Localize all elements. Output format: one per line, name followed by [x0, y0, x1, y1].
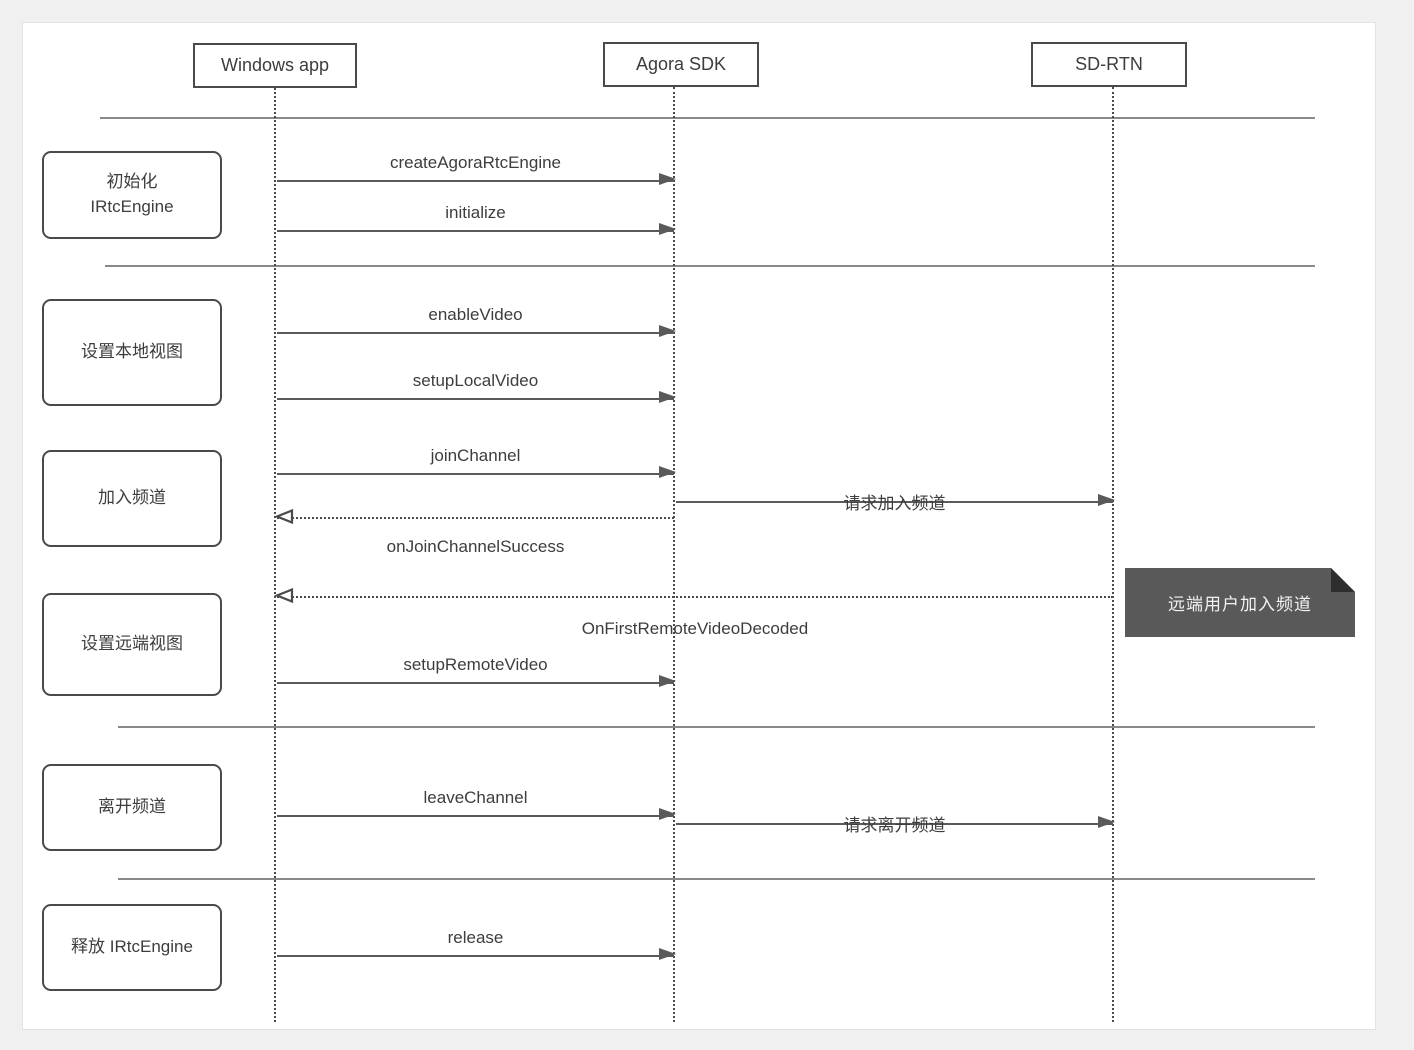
message-label: joinChannel: [430, 446, 521, 465]
arrowhead-icon: [659, 948, 676, 960]
phase-label: 离开频道: [98, 797, 166, 817]
folded-corner-icon: [1331, 568, 1355, 592]
participant-agora-sdk: Agora SDK: [603, 42, 759, 87]
phase-box-setup-local-view: 设置本地视图: [42, 299, 222, 406]
message-label: 请求加入频道: [843, 494, 946, 513]
phase-separator: [118, 878, 1315, 880]
message-label: createAgoraRtcEngine: [389, 153, 562, 172]
message-line: [277, 180, 674, 182]
phase-label: 加入频道: [98, 488, 166, 508]
message-line: [277, 682, 674, 684]
lifeline-sd-rtn: [1112, 87, 1114, 1022]
arrowhead-icon: [659, 466, 676, 478]
phase-separator: [118, 726, 1315, 728]
phase-label: 设置远端视图: [81, 634, 183, 654]
participant-windows-app: Windows app: [193, 43, 357, 88]
diagram-panel: [22, 22, 1376, 1030]
message-label: 请求离开频道: [843, 816, 946, 835]
note-remote-user-joined-channel: 远端用户加入频道: [1125, 568, 1355, 637]
arrowhead-icon: [659, 808, 676, 820]
phase-label: 释放 IRtcEngine: [71, 937, 193, 957]
participant-label: Agora SDK: [635, 54, 727, 74]
participant-label: Windows app: [220, 55, 330, 75]
phase-label: 设置本地视图: [81, 342, 183, 362]
participant-sd-rtn: SD-RTN: [1031, 42, 1187, 87]
message-line: [277, 230, 674, 232]
note-label: 远端用户加入频道: [1168, 595, 1312, 614]
message-label: onJoinChannelSuccess: [386, 537, 565, 556]
phase-box-release-irtcengine: 释放 IRtcEngine: [42, 904, 222, 991]
phase-label: 初始化 IRtcEngine: [90, 172, 174, 216]
participant-label: SD-RTN: [1075, 54, 1143, 74]
message-label: setupRemoteVideo: [403, 655, 548, 674]
open-arrowhead-icon: [274, 587, 294, 604]
phase-box-join-channel: 加入频道: [42, 450, 222, 547]
message-line: [277, 517, 674, 519]
arrowhead-icon: [659, 223, 676, 235]
phase-box-setup-remote-view: 设置远端视图: [42, 593, 222, 696]
message-line: [676, 501, 1113, 503]
message-line: [277, 815, 674, 817]
phase-box-initialize-irtcengine: 初始化 IRtcEngine: [42, 151, 222, 239]
message-line: [277, 955, 674, 957]
phase-separator: [100, 117, 1315, 119]
lifeline-windows-app: [274, 88, 276, 1022]
arrowhead-icon: [659, 325, 676, 337]
message-label: initialize: [445, 203, 506, 222]
phase-separator: [105, 265, 1315, 267]
lifeline-agora-sdk: [673, 87, 675, 1022]
open-arrowhead-icon: [274, 508, 294, 525]
phase-box-leave-channel: 离开频道: [42, 764, 222, 851]
message-label: enableVideo: [428, 305, 523, 324]
message-line: [277, 332, 674, 334]
message-line: [277, 398, 674, 400]
message-label: OnFirstRemoteVideoDecoded: [581, 619, 809, 638]
message-label: release: [447, 928, 504, 947]
message-line: [277, 596, 1113, 598]
message-label: setupLocalVideo: [412, 371, 539, 390]
message-line: [277, 473, 674, 475]
arrowhead-icon: [1098, 494, 1115, 506]
message-line: [676, 823, 1113, 825]
arrowhead-icon: [659, 391, 676, 403]
message-label: leaveChannel: [423, 788, 528, 807]
arrowhead-icon: [659, 173, 676, 185]
arrowhead-icon: [1098, 816, 1115, 828]
note-background: [1125, 568, 1355, 637]
arrowhead-icon: [659, 675, 676, 687]
